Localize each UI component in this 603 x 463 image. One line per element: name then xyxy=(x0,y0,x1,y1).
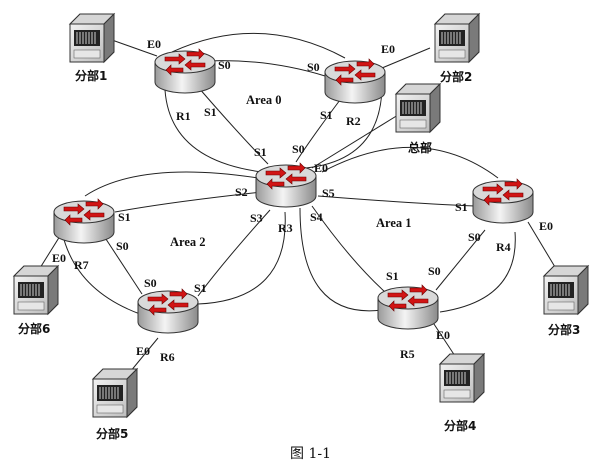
area-label-2: Area 2 xyxy=(170,235,206,249)
link-r4-r5 xyxy=(435,229,486,291)
site-label-branch1: 分部1 xyxy=(75,68,107,83)
router-label-r5: R5 xyxy=(400,347,415,361)
router-label-r1: R1 xyxy=(176,109,191,123)
links xyxy=(39,33,559,373)
link-r2-r3-arc xyxy=(305,87,383,169)
link-r3-r7-arc xyxy=(84,171,259,197)
pc-branch3-icon xyxy=(543,265,589,315)
iface-label-r1-s1: S1 xyxy=(204,105,217,119)
iface-label-r3-s4: S4 xyxy=(310,210,323,224)
router-label-r2: R2 xyxy=(346,114,361,128)
pc-branch1-icon xyxy=(69,13,115,63)
router-r4-icon xyxy=(472,178,534,224)
iface-label-r5-s1: S1 xyxy=(386,269,399,283)
router-r6-icon xyxy=(137,288,199,334)
iface-label-r3-s0: S0 xyxy=(292,142,305,156)
pc-branch2-icon xyxy=(434,13,480,63)
iface-label-r2-e0: E0 xyxy=(381,42,395,56)
iface-label-r6-s0: S0 xyxy=(144,276,157,290)
iface-label-r4-s1: S1 xyxy=(455,200,468,214)
pc-branch4-icon xyxy=(439,353,485,403)
link-r3-r4-arc xyxy=(321,146,499,179)
link-r3-r5-arc xyxy=(299,207,383,312)
link-r2-branch2 xyxy=(381,47,431,69)
site-label-branch2: 分部2 xyxy=(440,69,472,84)
link-r4-r5-arc xyxy=(439,231,516,313)
link-r3-r6-arc xyxy=(197,211,286,305)
site-label-branch4: 分部4 xyxy=(444,418,476,433)
figure-caption: 图 1-1 xyxy=(290,446,331,462)
router-r1-icon xyxy=(154,48,216,94)
site-label-branch5: 分部5 xyxy=(96,426,128,441)
iface-label-r6-e0: E0 xyxy=(136,344,150,358)
iface-label-r6-s1: S1 xyxy=(194,281,207,295)
iface-label-r3-s1: S1 xyxy=(254,145,267,159)
iface-label-r1-e0: E0 xyxy=(147,37,161,51)
router-label-r7: R7 xyxy=(74,258,89,272)
iface-label-r2-s1: S1 xyxy=(320,108,333,122)
site-label-branch3: 分部3 xyxy=(548,322,580,337)
iface-label-r4-e0: E0 xyxy=(539,219,553,233)
link-r7-r6-arc xyxy=(61,231,141,315)
link-r7-branch6 xyxy=(39,235,61,269)
link-r1-branch1 xyxy=(111,39,158,57)
iface-label-r7-s0: S0 xyxy=(116,239,129,253)
iface-label-r1-s0: S0 xyxy=(218,58,231,72)
link-r5-branch4 xyxy=(429,317,456,357)
iface-label-r4-s0: S0 xyxy=(468,230,481,244)
router-r7-icon xyxy=(53,198,115,244)
iface-label-r3-s2: S2 xyxy=(235,185,248,199)
link-r2-r3 xyxy=(295,99,341,163)
pc-branch5-icon xyxy=(92,368,138,418)
iface-label-r7-s1: S1 xyxy=(118,210,131,224)
router-label-r3: R3 xyxy=(278,221,293,235)
area-label-1: Area 1 xyxy=(376,216,412,230)
router-label-r6: R6 xyxy=(160,350,175,364)
pc-branch6-icon xyxy=(13,265,59,315)
iface-label-r5-s0: S0 xyxy=(428,264,441,278)
router-r5-icon xyxy=(377,284,439,330)
link-r3-r5 xyxy=(311,205,386,293)
iface-label-r3-s3: S3 xyxy=(250,211,263,225)
link-r3-r4 xyxy=(317,195,476,207)
link-r4-branch3 xyxy=(527,221,559,273)
link-r1-r3 xyxy=(164,89,263,173)
pc-hq-icon xyxy=(395,83,441,133)
iface-label-r3-e0: E0 xyxy=(314,161,328,175)
link-r3-r6 xyxy=(197,209,271,297)
router-r3-icon xyxy=(255,162,317,208)
link-r3-hq xyxy=(311,114,399,169)
site-label-hq: 总部 xyxy=(408,140,432,155)
router-label-r4: R4 xyxy=(496,240,511,254)
link-r6-branch5 xyxy=(129,337,159,373)
link-r3-r7 xyxy=(114,191,263,213)
iface-label-r3-s5: S5 xyxy=(322,186,335,200)
iface-label-r2-s0: S0 xyxy=(307,60,320,74)
link-r7-r6 xyxy=(99,229,143,295)
router-r2-icon xyxy=(324,58,386,104)
area-label-0: Area 0 xyxy=(246,93,282,107)
iface-label-r5-e0: E0 xyxy=(436,328,450,342)
site-label-branch6: 分部6 xyxy=(18,321,50,336)
iface-label-r7-e0: E0 xyxy=(52,251,66,265)
link-r1-r2-arc xyxy=(171,33,346,59)
